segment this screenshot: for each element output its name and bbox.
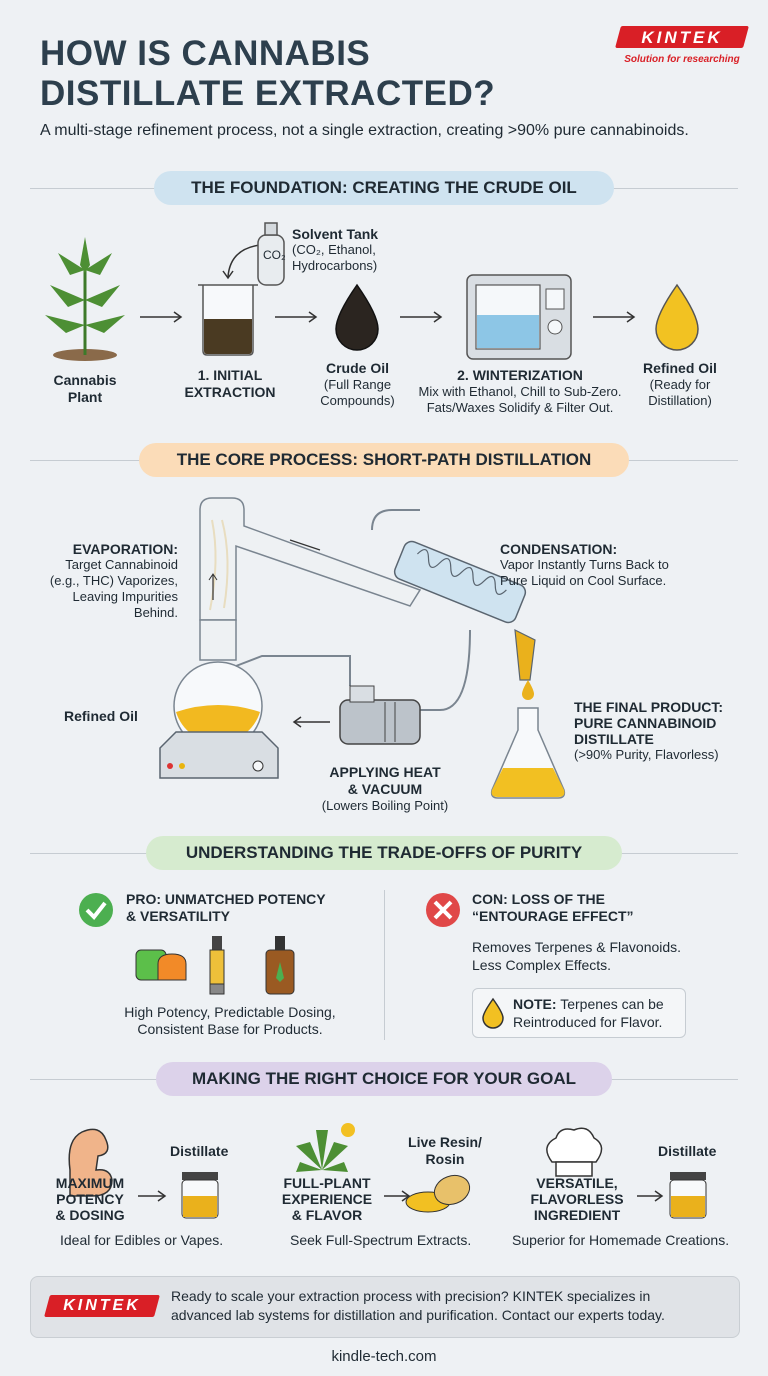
con-description: Removes Terpenes & Flavonoids.Less Compl… bbox=[472, 939, 682, 973]
rosin-container-icon bbox=[405, 1174, 471, 1213]
flask-icon bbox=[173, 619, 351, 751]
vapor-tube bbox=[199, 497, 422, 621]
kintek-logo[interactable]: KINTEK Solution for researching bbox=[615, 26, 749, 66]
flexed-arm-icon bbox=[68, 1128, 113, 1197]
section-heading-foundation: THE FOUNDATION: CREATING THE CRUDE OIL bbox=[154, 171, 614, 205]
receiving-flask-icon bbox=[490, 707, 566, 799]
winterization-machine-icon bbox=[466, 274, 572, 360]
note-label: NOTE: bbox=[513, 996, 557, 1012]
title-line-2: DISTILLATE EXTRACTED? bbox=[40, 74, 496, 113]
arrow-icon bbox=[140, 244, 636, 323]
pro-heading: PRO: UNMATCHED POTENCY& VERSATILITY bbox=[126, 891, 326, 924]
solvent-tank-label: Solvent Tank (CO₂, Ethanol, Hydrocarbons… bbox=[292, 226, 379, 273]
goal-2-note: Seek Full-Spectrum Extracts. bbox=[290, 1232, 472, 1248]
step2-label: 2. WINTERIZATION Mix with Ethanol, Chill… bbox=[418, 367, 622, 415]
vape-cartridge-icon bbox=[209, 936, 225, 995]
jar-icon bbox=[669, 1172, 707, 1219]
beaker-icon bbox=[198, 284, 258, 356]
foundation-diagram bbox=[45, 222, 699, 361]
goal-1-note: Ideal for Edibles or Vapes. bbox=[60, 1232, 224, 1248]
note-text-2: Reintroduced for Flavor. bbox=[513, 1014, 663, 1030]
crude-oil-drop-icon bbox=[335, 283, 379, 351]
final-product-label: THE FINAL PRODUCT: PURE CANNABINOID DIST… bbox=[574, 699, 724, 762]
page-title: HOW IS CANNABIS DISTILLATE EXTRACTED? bbox=[40, 34, 495, 114]
solvent-tank-icon bbox=[257, 222, 285, 286]
section-heading-choice: MAKING THE RIGHT CHOICE FOR YOUR GOAL bbox=[156, 1062, 612, 1096]
distillation-diagram bbox=[159, 497, 566, 799]
x-icon bbox=[426, 893, 460, 927]
page-subtitle: A multi-stage refinement process, not a … bbox=[40, 122, 689, 139]
tincture-bottle-icon bbox=[265, 936, 295, 995]
goal-3-note: Superior for Homemade Creations. bbox=[512, 1232, 730, 1248]
refined-oil-label: Refined Oil (Ready for Distillation) bbox=[643, 360, 717, 408]
jar-icon bbox=[181, 1172, 219, 1219]
cannabis-leaf-icon bbox=[296, 1123, 355, 1172]
logo-tagline: Solution for researching bbox=[624, 54, 740, 65]
section-heading-tradeoffs: UNDERSTANDING THE TRADE-OFFS OF PURITY bbox=[146, 836, 622, 870]
evaporation-label: EVAPORATION: Target Cannabinoid (e.g., T… bbox=[49, 541, 178, 620]
section-heading-distillation: THE CORE PROCESS: SHORT-PATH DISTILLATIO… bbox=[139, 443, 629, 477]
goal-icons bbox=[68, 1123, 707, 1219]
footer-cta-box: KINTEK Ready to scale your extraction pr… bbox=[30, 1276, 740, 1338]
condenser-icon bbox=[371, 509, 536, 711]
goal-3-product: Distillate bbox=[658, 1143, 717, 1159]
chef-hat-icon bbox=[546, 1127, 603, 1177]
goal-2-product: Live Resin/Rosin bbox=[408, 1134, 482, 1167]
footer-url[interactable]: kindle-tech.com bbox=[331, 1348, 437, 1365]
goal-1-product: Distillate bbox=[170, 1143, 229, 1159]
refined-oil-drop-icon bbox=[655, 283, 699, 351]
title-line-1: HOW IS CANNABIS bbox=[40, 34, 371, 73]
arrow-icon bbox=[138, 1190, 664, 1202]
column-divider bbox=[384, 890, 385, 1040]
note-box: NOTE: Terpenes can be Reintroduced for F… bbox=[472, 988, 686, 1038]
logo-text: KINTEK bbox=[641, 28, 723, 47]
gummy-icon bbox=[135, 949, 187, 981]
con-heading: CON: LOSS OF THE“ENTOURAGE EFFECT” bbox=[472, 891, 634, 924]
pro-description: High Potency, Predictable Dosing,Consist… bbox=[124, 1004, 336, 1037]
condensation-label: CONDENSATION: Vapor Instantly Turns Back… bbox=[500, 541, 669, 588]
vacuum-pump-icon bbox=[339, 685, 421, 745]
crude-oil-label: Crude Oil (Full Range Compounds) bbox=[320, 360, 395, 408]
cannabis-plant-icon bbox=[45, 237, 125, 361]
heat-vacuum-label: APPLYING HEAT & VACUUM (Lowers Boiling P… bbox=[321, 764, 449, 813]
hotplate-icon bbox=[159, 731, 279, 779]
note-text-1: Terpenes can be bbox=[560, 996, 664, 1012]
footer-logo[interactable]: KINTEK bbox=[44, 1295, 160, 1319]
tank-label: CO₂ bbox=[263, 248, 286, 262]
terpene-drop-icon bbox=[482, 997, 504, 1029]
flask-refined-oil-label: Refined Oil bbox=[64, 708, 138, 724]
footer-cta-text: Ready to scale your extraction process w… bbox=[171, 1288, 665, 1323]
check-icon bbox=[79, 893, 113, 927]
product-icons bbox=[135, 936, 295, 995]
